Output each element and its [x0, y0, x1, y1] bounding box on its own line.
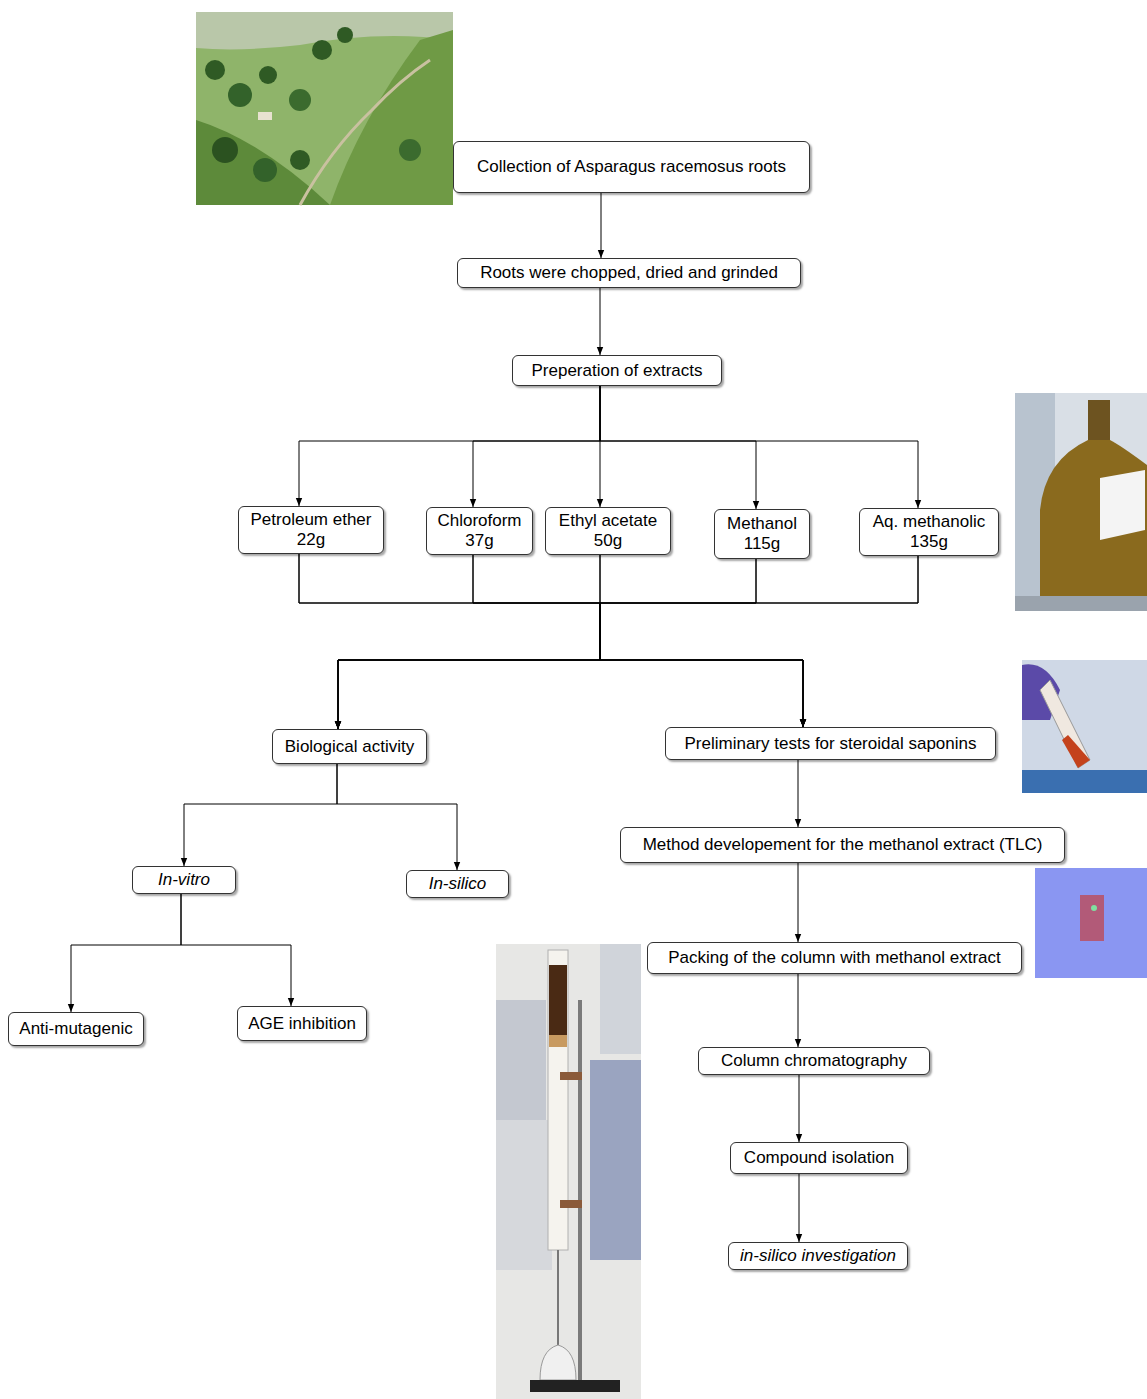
- flow-arrow: [181, 894, 291, 1006]
- box-label: Preliminary tests for steroidal saponins: [685, 734, 977, 754]
- process-box: Aq. methanolic135g: [859, 508, 999, 556]
- flow-arrow: [799, 1075, 800, 1142]
- box-label: 135g: [910, 532, 948, 552]
- flow-arrow: [799, 1174, 800, 1242]
- flow-arrow: [798, 863, 799, 942]
- process-box: Collection of Asparagus racemosus roots: [453, 141, 810, 193]
- process-box: In-silico: [406, 870, 509, 898]
- flow-arrow: [299, 554, 600, 729]
- box-label: in-silico investigation: [740, 1246, 896, 1266]
- box-label: Anti-mutagenic: [19, 1019, 132, 1039]
- box-label: AGE inhibition: [248, 1014, 356, 1034]
- flow-arrow: [338, 556, 918, 729]
- process-box: Methanol115g: [714, 509, 810, 559]
- process-box: AGE inhibition: [237, 1006, 367, 1041]
- box-label: Chloroform: [437, 511, 521, 531]
- box-label: 50g: [594, 531, 622, 551]
- process-box: Packing of the column with methanol extr…: [647, 942, 1022, 974]
- flow-arrow: [600, 288, 601, 355]
- process-box: Petroleum ether22g: [238, 506, 384, 554]
- process-box: in-silico investigation: [728, 1242, 908, 1270]
- flow-arrow: [798, 760, 799, 827]
- flow-arrow: [600, 555, 803, 727]
- flow-arrow: [184, 764, 337, 866]
- process-box: Biological activity: [272, 729, 427, 764]
- box-label: 115g: [744, 534, 781, 554]
- box-label: 37g: [465, 531, 493, 551]
- box-label: Petroleum ether: [251, 510, 372, 530]
- flow-arrow: [600, 559, 803, 727]
- test-tube-photo: [1022, 660, 1147, 793]
- flow-arrow: [71, 894, 181, 1012]
- extract-bottle-photo: [1015, 393, 1147, 611]
- box-label: In-vitro: [158, 870, 210, 890]
- process-box: Anti-mutagenic: [8, 1012, 144, 1046]
- box-label: Collection of Asparagus racemosus roots: [477, 157, 786, 177]
- flow-arrow: [299, 554, 803, 727]
- flow-arrow: [600, 386, 756, 509]
- flow-arrow: [601, 193, 602, 258]
- box-label: Column chromatography: [721, 1051, 907, 1071]
- box-label: Biological activity: [285, 737, 414, 757]
- flow-arrow: [473, 386, 600, 507]
- box-label: Ethyl acetate: [559, 511, 657, 531]
- flow-arrow: [338, 555, 600, 729]
- box-label: Methanol: [727, 514, 797, 534]
- box-label: Compound isolation: [744, 1148, 894, 1168]
- flow-arrow: [600, 556, 918, 727]
- process-box: Chloroform37g: [426, 507, 533, 555]
- flow-arrow: [798, 974, 799, 1047]
- box-label: In-silico: [429, 874, 487, 894]
- box-label: Preperation of extracts: [531, 361, 702, 381]
- flow-arrow: [337, 764, 457, 870]
- box-label: Packing of the column with methanol extr…: [668, 948, 1001, 968]
- box-label: Roots were chopped, dried and grinded: [480, 263, 778, 283]
- box-label: Method developement for the methanol ext…: [643, 835, 1043, 855]
- flow-arrow: [473, 555, 803, 727]
- process-box: Ethyl acetate50g: [545, 507, 671, 555]
- process-box: Method developement for the methanol ext…: [620, 827, 1065, 863]
- column-chromatography-photo: [496, 944, 641, 1399]
- process-box: Preperation of extracts: [512, 355, 722, 386]
- box-label: Aq. methanolic: [873, 512, 985, 532]
- flow-arrow: [338, 559, 756, 729]
- landscape-photo: [196, 12, 453, 205]
- flow-arrow: [600, 386, 918, 508]
- flow-arrow: [338, 555, 600, 729]
- flow-arrow: [299, 386, 600, 506]
- tlc-plate-photo: [1035, 868, 1147, 978]
- box-label: 22g: [297, 530, 325, 550]
- process-box: Column chromatography: [698, 1047, 930, 1075]
- process-box: Compound isolation: [730, 1142, 908, 1174]
- process-box: Preliminary tests for steroidal saponins: [665, 727, 996, 760]
- process-box: In-vitro: [132, 866, 236, 894]
- process-box: Roots were chopped, dried and grinded: [457, 258, 801, 288]
